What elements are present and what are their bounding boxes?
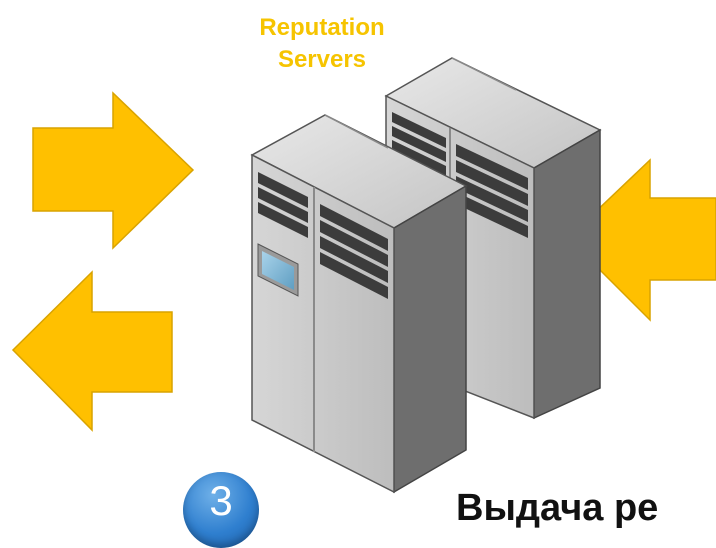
- arrow-left-icon: [11, 270, 173, 432]
- servers-title: Reputation Servers: [222, 12, 422, 76]
- step-number: 3: [209, 477, 233, 524]
- servers-title-line-2: Servers: [277, 46, 367, 73]
- arrow-left-icon: [566, 158, 716, 322]
- server-rack-icon: [250, 114, 468, 494]
- arrow-right-icon: [32, 91, 195, 250]
- diagram-canvas: [11, 57, 716, 494]
- step-caption: Выдача ре: [456, 487, 659, 529]
- servers-title-line-1: Reputation: [259, 14, 385, 41]
- step-number-badge: 3: [183, 472, 259, 548]
